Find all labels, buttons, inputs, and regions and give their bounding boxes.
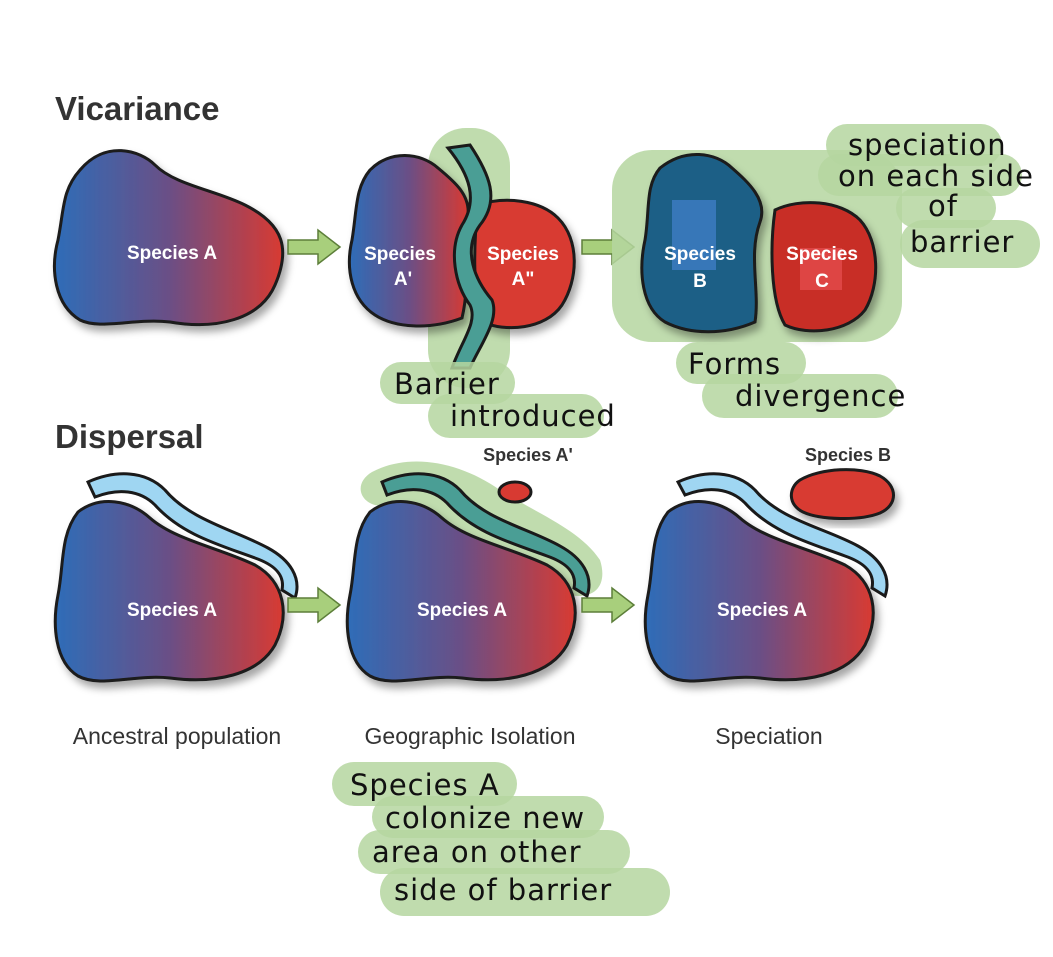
highlight-mark (672, 200, 716, 270)
note-speciation: speciation on each side of barrier (818, 124, 1040, 268)
vicariance-title: Vicariance (55, 90, 220, 127)
note-line: barrier (910, 225, 1014, 259)
note-line: colonize new (385, 801, 585, 835)
species-label: B (693, 271, 707, 292)
note-line: introduced (450, 399, 616, 433)
note-line: side of barrier (394, 873, 612, 907)
note-line: of (928, 189, 958, 223)
colonist-patch (497, 480, 533, 504)
species-label: Species A (417, 600, 507, 621)
note-barrier: Barrier introduced (380, 362, 616, 438)
landmass-home (345, 500, 577, 683)
dispersal-title: Dispersal (55, 418, 204, 455)
note-line: on each side (838, 159, 1034, 193)
note-colonize: Species A colonize new area on other sid… (332, 762, 670, 916)
species-label: Species (364, 244, 436, 265)
note-line: Forms (688, 347, 781, 381)
arrow-right-icon (287, 586, 342, 624)
species-label: Species A (717, 600, 807, 621)
arrow-right-icon (581, 586, 636, 624)
note-line: area on other (372, 835, 582, 869)
river (675, 472, 889, 599)
species-label: Species (664, 244, 736, 265)
arrow-right-icon (287, 228, 342, 266)
highlight-mark (800, 248, 842, 290)
species-label: A' (394, 269, 412, 290)
species-label: Species A (127, 243, 217, 264)
landmass-ancestral (52, 149, 285, 327)
landmass-ancestral (53, 500, 285, 683)
note-line: Species A (350, 768, 500, 802)
caption-isolation: Geographic Isolation (365, 723, 576, 749)
species-label: Species (786, 244, 858, 265)
river (380, 472, 591, 599)
colonist-label: Species A' (483, 445, 573, 465)
new-species-label: Species B (805, 445, 891, 465)
note-divergence: Forms divergence (676, 342, 906, 418)
species-label: Species (487, 244, 559, 265)
species-label: A" (512, 269, 535, 290)
landmass-home (643, 500, 875, 683)
caption-speciation: Speciation (715, 723, 822, 749)
note-line: speciation (848, 128, 1007, 162)
caption-ancestral: Ancestral population (73, 723, 281, 749)
landmass-left (347, 154, 470, 328)
note-line: divergence (735, 379, 906, 413)
species-label: C (815, 271, 829, 292)
species-label: Species A (127, 600, 217, 621)
new-species-patch (789, 468, 895, 521)
note-line: Barrier (394, 367, 500, 401)
